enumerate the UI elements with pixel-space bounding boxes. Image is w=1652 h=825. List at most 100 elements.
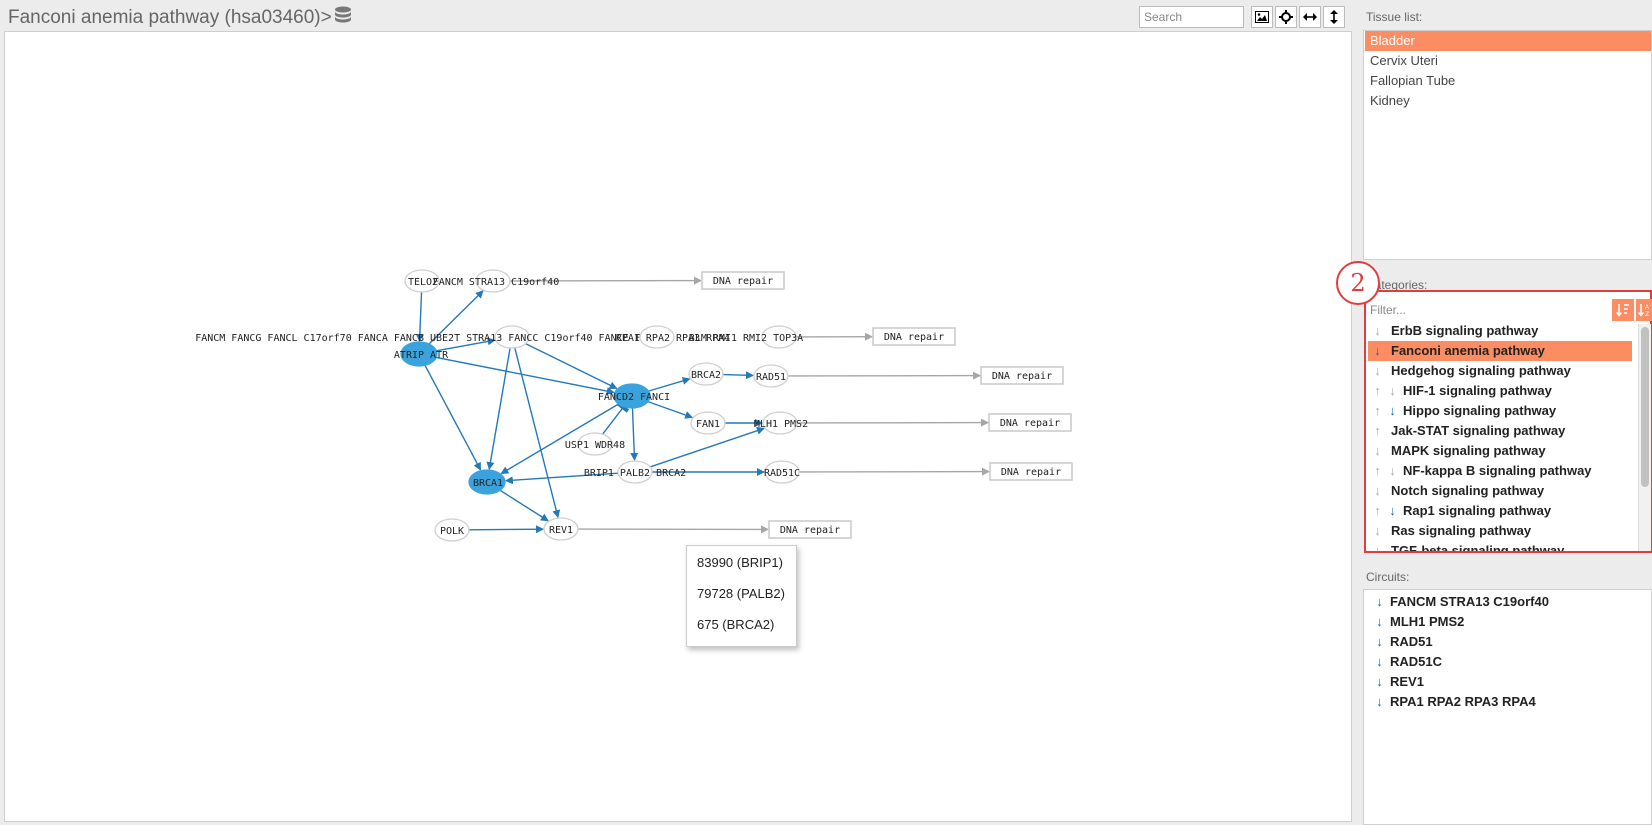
output-function-box[interactable]: DNA repair	[988, 413, 1072, 432]
category-scrollbar[interactable]	[1638, 324, 1651, 551]
tissue-list[interactable]: Bladder Cervix Uteri Fallopian Tube Kidn…	[1363, 30, 1652, 260]
node-shape[interactable]	[434, 518, 470, 542]
circuit-item[interactable]: ↓RAD51C	[1370, 652, 1442, 672]
category-item[interactable]: ↓Hedgehog signaling pathway	[1368, 361, 1632, 381]
node-shape[interactable]	[613, 383, 651, 409]
fit-width-button[interactable]	[1299, 6, 1321, 28]
node-shape[interactable]	[617, 460, 653, 484]
output-function-box[interactable]: DNA repair	[768, 520, 852, 539]
node-shape[interactable]	[494, 325, 530, 349]
category-item[interactable]: ↑↓NF-kappa B signaling pathway	[1368, 461, 1632, 481]
output-box-shape[interactable]	[989, 462, 1073, 481]
graph-node[interactable]: FANCM FANCG FANCL C17orf70 FANCA FANCB U…	[195, 325, 665, 349]
down-arrow-icon: ↓	[1376, 674, 1383, 689]
node-shape[interactable]	[764, 460, 800, 484]
circuit-item-label: RPA1 RPA2 RPA3 RPA4	[1390, 694, 1536, 709]
node-shape[interactable]	[577, 432, 613, 456]
category-item[interactable]: ↑↓Rap1 signaling pathway	[1368, 501, 1632, 521]
node-shape[interactable]	[761, 325, 797, 349]
output-box-shape[interactable]	[701, 271, 785, 290]
category-item[interactable]: ↓Ras signaling pathway	[1368, 521, 1632, 541]
tissue-item-kidney[interactable]: Kidney	[1365, 91, 1651, 111]
circuit-item[interactable]: ↓REV1	[1370, 672, 1424, 692]
category-item[interactable]: ↓Fanconi anemia pathway	[1368, 341, 1632, 361]
graph-node[interactable]: FANCD2 FANCI	[598, 383, 670, 409]
node-shape[interactable]	[753, 364, 789, 388]
graph-node[interactable]: TELO2	[404, 269, 440, 293]
circuit-item[interactable]: ↓MLH1 PMS2	[1370, 612, 1464, 632]
graph-node[interactable]: RAD51C	[764, 460, 800, 484]
output-function-box[interactable]: DNA repair	[701, 271, 785, 290]
pathway-title-text: Fanconi anemia pathway (hsa03460)>	[8, 7, 332, 28]
circuits-list[interactable]: ↓FANCM STRA13 C19orf40 ↓MLH1 PMS2 ↓RAD51…	[1363, 589, 1652, 825]
sort-by-score-button[interactable]	[1612, 299, 1634, 321]
category-item-label: NF-kappa B signaling pathway	[1403, 463, 1592, 478]
circuit-item[interactable]: ↓FANCM STRA13 C19orf40	[1370, 592, 1549, 612]
category-item[interactable]: ↑Jak-STAT signaling pathway	[1368, 421, 1632, 441]
graph-node[interactable]: BRCA2	[688, 362, 724, 386]
category-item[interactable]: ↓TGF-beta signaling pathway	[1368, 541, 1632, 551]
search-input[interactable]	[1139, 6, 1244, 28]
graph-node[interactable]: USP1 WDR48	[565, 432, 625, 456]
graph-node[interactable]: ATRIP ATR	[394, 341, 449, 367]
output-function-box[interactable]: DNA repair	[980, 366, 1064, 385]
database-icon[interactable]	[334, 6, 352, 25]
category-item[interactable]: ↓Notch signaling pathway	[1368, 481, 1632, 501]
category-item[interactable]: ↑↓HIF-1 signaling pathway	[1368, 381, 1632, 401]
node-shape[interactable]	[639, 325, 675, 349]
node-shape[interactable]	[404, 269, 440, 293]
arrows-vertical-icon	[1330, 10, 1338, 24]
graph-node[interactable]: RAD51	[753, 364, 789, 388]
node-label: RAD51C	[764, 468, 800, 479]
output-box-shape[interactable]	[980, 366, 1064, 385]
graph-node[interactable]: POLK	[434, 518, 470, 542]
node-shape[interactable]	[543, 517, 579, 541]
graph-edge	[436, 356, 615, 395]
circuit-item[interactable]: ↓RAD51	[1370, 632, 1432, 652]
graph-node[interactable]: REV1	[543, 517, 579, 541]
export-image-button[interactable]	[1251, 6, 1273, 28]
category-filter-input[interactable]	[1368, 300, 1612, 320]
output-function-box[interactable]: DNA repair	[989, 462, 1073, 481]
graph-node[interactable]: FANCM STRA13 C19orf40	[433, 269, 559, 293]
down-arrow-icon: ↓	[1376, 594, 1383, 609]
down-arrow-icon: ↓	[1376, 694, 1383, 709]
circuit-item[interactable]: ↓ RPA1 RPA2 RPA3 RPA4	[1370, 692, 1536, 712]
scrollbar-thumb[interactable]	[1641, 327, 1649, 487]
output-box-shape[interactable]	[768, 520, 852, 539]
category-arrows: ↓	[1368, 341, 1386, 361]
graph-edges	[415, 276, 990, 534]
up-arrow-icon: ↑	[1374, 463, 1381, 478]
category-item[interactable]: ↑↓Hippo signaling pathway	[1368, 401, 1632, 421]
node-shape[interactable]	[475, 269, 511, 293]
tissue-item-cervix-uteri[interactable]: Cervix Uteri	[1365, 51, 1651, 71]
graph-edge	[499, 489, 549, 522]
down-arrow-icon: ↓	[1389, 503, 1396, 518]
graph-node[interactable]: BLM RMI1 RMI2 TOP3A	[689, 325, 803, 349]
category-list[interactable]: ↓ErbB signaling pathway↓Fanconi anemia p…	[1368, 324, 1632, 551]
graph-node[interactable]: FAN1	[690, 411, 726, 435]
category-item-label: MAPK signaling pathway	[1391, 443, 1546, 458]
center-graph-button[interactable]	[1275, 6, 1297, 28]
node-shape[interactable]	[688, 362, 724, 386]
category-item[interactable]: ↓ErbB signaling pathway	[1368, 324, 1632, 341]
graph-node[interactable]: MLH1 PMS2	[754, 411, 808, 435]
node-shape[interactable]	[762, 411, 798, 435]
category-item[interactable]: ↓MAPK signaling pathway	[1368, 441, 1632, 461]
output-box-shape[interactable]	[988, 413, 1072, 432]
output-function-box[interactable]: DNA repair	[872, 327, 956, 346]
graph-node[interactable]: BRIP1 PALB2 BRCA2	[584, 460, 686, 484]
graph-node[interactable]: BRCA1	[468, 469, 506, 495]
node-shape[interactable]	[690, 411, 726, 435]
category-arrows: ↓	[1368, 481, 1386, 501]
node-shape[interactable]	[400, 341, 438, 367]
fit-height-button[interactable]	[1323, 6, 1345, 28]
output-box-shape[interactable]	[872, 327, 956, 346]
node-shape[interactable]	[468, 469, 506, 495]
graph-node[interactable]: RPA1 RPA2 RPA3 RPA4	[616, 325, 730, 349]
tissue-item-fallopian-tube[interactable]: Fallopian Tube	[1365, 71, 1651, 91]
tissue-item-bladder[interactable]: Bladder	[1365, 31, 1651, 51]
